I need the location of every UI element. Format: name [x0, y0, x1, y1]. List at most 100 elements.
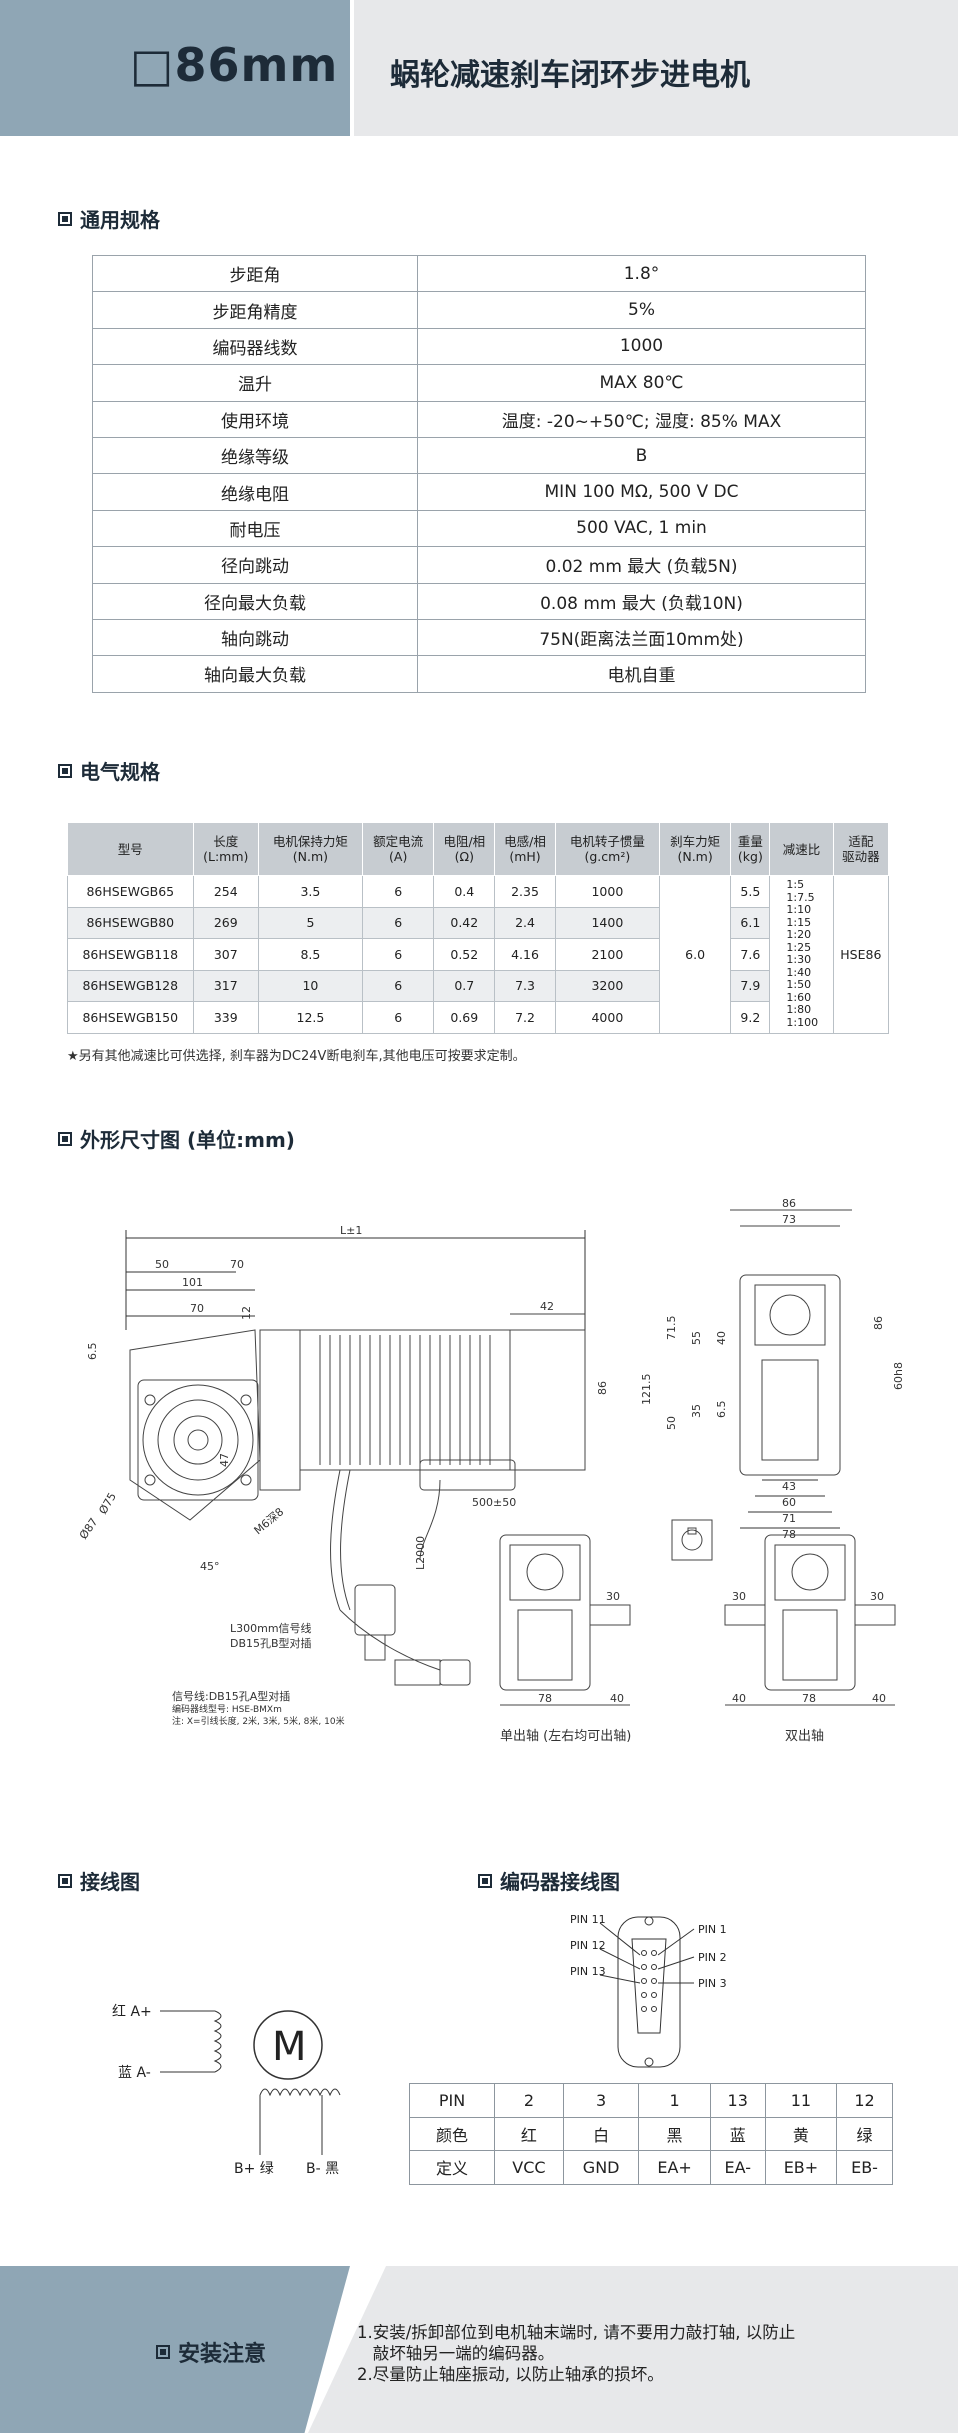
electrical-cell: 4000 — [554, 1001, 660, 1034]
electrical-cell: 2.4 — [494, 906, 556, 939]
pin-cell: 颜色 — [409, 2116, 495, 2151]
section-square-icon — [156, 2345, 170, 2359]
electrical-cell: 5.5 — [730, 875, 771, 908]
install-note: 敲坏轴另一端的编码器。 — [357, 2344, 555, 2363]
dim-b30c: 30 — [870, 1590, 884, 1603]
brake-torque-cell: 6.0 — [658, 875, 732, 1034]
section-general: 通用规格 — [58, 204, 160, 233]
dim-b40b: 40 — [732, 1692, 746, 1705]
dim-l2000: L2000 — [414, 1536, 427, 1570]
wire-b-minus: B- 黑 — [306, 2161, 339, 2177]
pin-cell: EB+ — [764, 2150, 838, 2185]
pin-cell: 13 — [709, 2083, 766, 2118]
section-square-icon — [58, 211, 72, 226]
electrical-header: 电感/相 (mH) — [494, 822, 556, 876]
spec-key: 径向最大负载 — [92, 582, 418, 620]
dim-r73: 73 — [782, 1213, 796, 1226]
electrical-cell: 1000 — [554, 875, 660, 908]
spec-value: MIN 100 MΩ, 500 V DC — [417, 473, 866, 511]
section-wiring: 接线图 — [58, 1866, 140, 1895]
dim-b40c: 40 — [872, 1692, 886, 1705]
header-left-band — [0, 0, 350, 136]
electrical-cell: 6 — [361, 1001, 435, 1034]
pin-label-1: PIN 1 — [698, 1923, 727, 1936]
pin-label-11: PIN 11 — [570, 1913, 606, 1926]
electrical-cell: 7.9 — [730, 969, 771, 1002]
spec-value: MAX 80℃ — [417, 364, 866, 402]
signal-note-1: L300mm信号线 — [230, 1621, 312, 1635]
spec-value: 0.02 mm 最大 (负载5N) — [417, 546, 866, 584]
electrical-cell: 86HSEWGB118 — [67, 938, 194, 971]
dim-r121: 121.5 — [640, 1374, 653, 1406]
dim-b30b: 30 — [732, 1590, 746, 1603]
section-square-icon — [58, 1131, 72, 1146]
electrical-header: 长度 (L:mm) — [192, 822, 259, 876]
wiring-diagram: M 红 A+ 蓝 A- B+ 绿 B- 黑 — [112, 2004, 341, 2177]
electrical-header: 刹车力矩 (N.m) — [658, 822, 732, 876]
install-notes: 1.安装/拆卸部位到电机轴末端时, 请不要用力敲打轴, 以防止 敲坏轴另一端的编… — [357, 2322, 795, 2385]
electrical-cell: 254 — [192, 875, 259, 908]
electrical-header: 重量 (kg) — [730, 822, 771, 876]
dim-50: 50 — [155, 1258, 169, 1271]
pin-cell: 绿 — [836, 2116, 893, 2151]
spec-value: 5% — [417, 291, 866, 329]
pin-cell: PIN — [409, 2083, 495, 2118]
electrical-header: 额定电流 (A) — [361, 822, 435, 876]
section-electrical-label: 电气规格 — [80, 760, 160, 784]
dim-r86: 86 — [782, 1197, 796, 1210]
dim-45deg: 45° — [200, 1560, 220, 1573]
gearbox-right-view — [730, 1209, 852, 1476]
single-shaft-view — [499, 1534, 631, 1706]
section-install: 安装注意 — [156, 2336, 266, 2368]
header-subtitle: 蜗轮减速刹车闭环步进电机 — [390, 58, 750, 93]
spec-key: 温升 — [92, 364, 418, 402]
db15-connector: PIN 11 PIN 12 PIN 13 PIN 1 PIN 2 PIN 3 — [570, 1913, 727, 2068]
electrical-cell: 7.6 — [730, 938, 771, 971]
electrical-header: 电阻/相 (Ω) — [433, 822, 496, 876]
spec-value: 500 VAC, 1 min — [417, 509, 866, 548]
pin-cell: 11 — [764, 2083, 838, 2118]
electrical-cell: 86HSEWGB65 — [67, 875, 194, 908]
pin-cell: 蓝 — [709, 2116, 766, 2151]
pin-cell: 2 — [494, 2083, 564, 2118]
install-note: 1.安装/拆卸部位到电机轴末端时, 请不要用力敲打轴, 以防止 — [357, 2323, 796, 2342]
wire-a-plus: 红 A+ — [112, 2004, 152, 2020]
reduction-ratio-cell: 1:5 1:7.5 1:10 1:15 1:20 1:25 1:30 1:40 … — [769, 875, 834, 1034]
section-install-label: 安装注意 — [178, 2342, 267, 2367]
wire-a-minus: 蓝 A- — [118, 2065, 151, 2081]
dim-L: L±1 — [340, 1224, 362, 1237]
electrical-cell: 86HSEWGB80 — [67, 906, 194, 939]
dim-d75: Ø75 — [96, 1490, 119, 1516]
section-square-icon — [58, 763, 72, 778]
electrical-cell: 0.52 — [433, 938, 496, 971]
electrical-cell: 0.69 — [433, 1001, 496, 1034]
wire-b-plus: B+ 绿 — [234, 2161, 274, 2177]
signal-note-4: 编码器线型号: HSE-BMXm — [172, 1703, 282, 1715]
electrical-cell: 269 — [192, 906, 259, 939]
pin-cell: 黑 — [638, 2116, 711, 2151]
spec-row: 轴向最大负载电机自重 — [92, 655, 866, 693]
spec-value: 0.08 mm 最大 (负载10N) — [417, 582, 866, 620]
electrical-header: 适配 驱动器 — [832, 822, 890, 876]
pin-cell: 1 — [638, 2083, 711, 2118]
electrical-header: 电机保持力矩 (N.m) — [257, 822, 363, 876]
section-electrical: 电气规格 — [58, 756, 160, 785]
electrical-cell: 6.1 — [730, 906, 771, 939]
spec-key: 编码器线数 — [92, 327, 418, 366]
electrical-header: 电机转子惯量 (g.cm²) — [554, 822, 660, 876]
pin-cell: 定义 — [409, 2150, 495, 2185]
pin-cell: EB- — [836, 2150, 893, 2185]
gearbox-front-view — [129, 1329, 301, 1521]
electrical-table: 型号长度 (L:mm)电机保持力矩 (N.m)额定电流 (A)电阻/相 (Ω)电… — [67, 822, 890, 1034]
pin-cell: EA+ — [638, 2150, 711, 2185]
electrical-cell: 5 — [257, 906, 363, 939]
spec-key: 耐电压 — [92, 509, 418, 548]
